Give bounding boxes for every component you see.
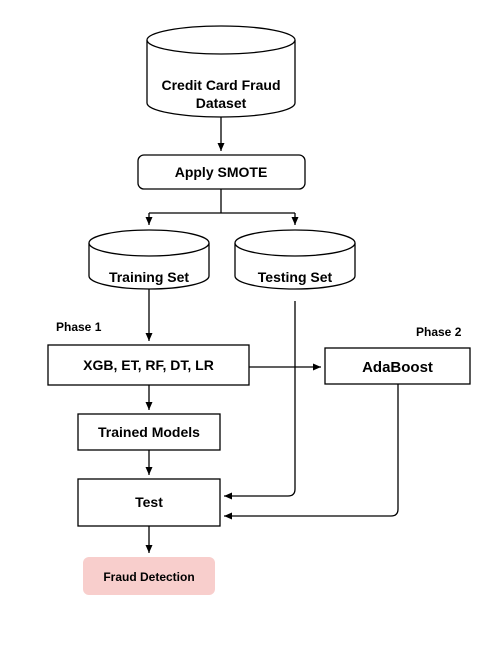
dataset-label-line1: Credit Card Fraud xyxy=(161,77,280,93)
trained-models-node: Trained Models xyxy=(77,413,221,451)
dataset-label-line2: Dataset xyxy=(196,95,247,111)
smote-node: Apply SMOTE xyxy=(137,154,306,190)
phase1-label: Phase 1 xyxy=(56,320,102,334)
edge-testing-test xyxy=(224,301,296,500)
fraud-detection-label: Fraud Detection xyxy=(103,570,194,584)
training-set-node: Training Set xyxy=(88,229,210,290)
dataset-node: Credit Card Fraud Dataset xyxy=(146,25,296,118)
smote-label: Apply SMOTE xyxy=(175,164,268,180)
edge-adaboost-test xyxy=(224,384,399,520)
testing-set-label: Testing Set xyxy=(258,269,333,285)
adaboost-label: AdaBoost xyxy=(362,359,433,376)
models-label: XGB, ET, RF, DT, LR xyxy=(83,357,214,373)
models-node: XGB, ET, RF, DT, LR xyxy=(47,344,250,386)
phase2-label: Phase 2 xyxy=(416,325,462,339)
test-label: Test xyxy=(135,494,163,510)
testing-set-node: Testing Set xyxy=(234,229,356,290)
trained-models-label: Trained Models xyxy=(98,424,200,440)
edge-smote-split xyxy=(145,189,299,225)
fraud-detection-node: Fraud Detection xyxy=(83,557,215,595)
test-node: Test xyxy=(77,478,221,527)
training-set-label: Training Set xyxy=(109,269,189,285)
adaboost-node: AdaBoost xyxy=(324,347,471,385)
